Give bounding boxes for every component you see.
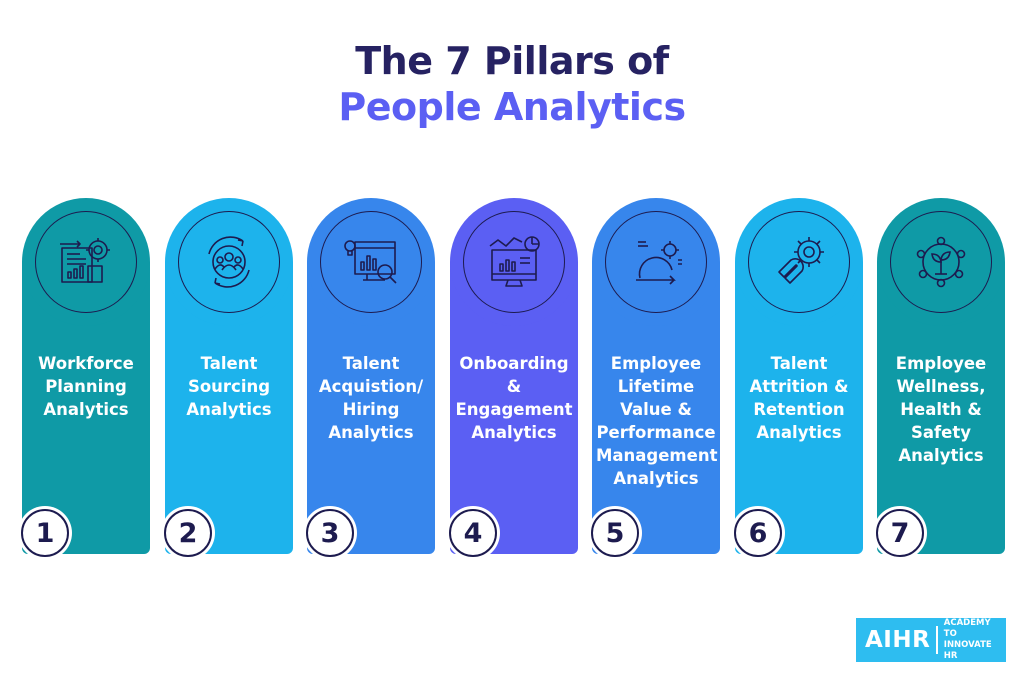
talent-sourcing-icon: [208, 236, 250, 288]
pillar-1: Workforce Planning Analytics 1: [18, 198, 150, 560]
title-line-1: The 7 Pillars of: [355, 39, 669, 83]
pillar-2: Talent Sourcing Analytics 2: [161, 198, 293, 560]
logo-divider: [936, 626, 938, 654]
icon-ring: [605, 211, 707, 313]
pillar-5: Employee Lifetime Value & Performance Ma…: [588, 198, 720, 560]
number-badge: 6: [731, 506, 785, 560]
icon-ring: [890, 211, 992, 313]
pillar-cap: [165, 198, 293, 326]
pillar-cap: [592, 198, 720, 326]
talent-retention-icon: [778, 237, 824, 284]
page-title: The 7 Pillars of People Analytics: [0, 38, 1024, 130]
pillar-label: Employee Wellness, Health & Safety Analy…: [895, 354, 987, 465]
onboarding-engagement-icon: [489, 236, 540, 287]
number-badge: 1: [18, 506, 72, 560]
number-badge: 4: [446, 506, 500, 560]
icon-ring: [463, 211, 565, 313]
pillar-label: Onboarding & Engagement Analytics: [455, 354, 573, 442]
aihr-logo: AIHR ACADEMY TO INNOVATE HR: [856, 618, 1006, 662]
pillar-label: Talent Sourcing Analytics: [186, 354, 272, 419]
pillar-cap: [22, 198, 150, 326]
pillar-7: Employee Wellness, Health & Safety Analy…: [873, 198, 1005, 560]
logo-mark: AIHR: [865, 627, 931, 653]
pillar-label: Talent Acquistion/ Hiring Analytics: [318, 354, 424, 442]
pillar-label: Talent Attrition & Retention Analytics: [749, 354, 849, 442]
pillar-6: Talent Attrition & Retention Analytics 6: [731, 198, 863, 560]
icon-ring: [320, 211, 422, 313]
employee-lifetime-value-icon: [636, 241, 682, 285]
pillar-label: Workforce Planning Analytics: [38, 354, 134, 419]
pillar-cap: [877, 198, 1005, 326]
icon-ring: [178, 211, 280, 313]
title-line-2: People Analytics: [338, 85, 686, 129]
pillar-cap: [450, 198, 578, 326]
icon-ring: [35, 211, 137, 313]
pillar-cap: [735, 198, 863, 326]
logo-subtitle: ACADEMY TO INNOVATE HR: [943, 618, 992, 661]
number-badge: 2: [161, 506, 215, 560]
number-badge: 5: [588, 506, 642, 560]
pillar-4: Onboarding & Engagement Analytics 4: [446, 198, 578, 560]
pillar-3: Talent Acquistion/ Hiring Analytics 3: [303, 198, 435, 560]
employee-wellness-icon: [916, 236, 966, 288]
number-badge: 3: [303, 506, 357, 560]
pillar-cap: [307, 198, 435, 326]
number-badge: 7: [873, 506, 927, 560]
talent-acquisition-icon: [344, 240, 397, 284]
icon-ring: [748, 211, 850, 313]
workforce-planning-icon: [60, 238, 110, 283]
pillar-label: Employee Lifetime Value & Performance Ma…: [596, 354, 718, 488]
